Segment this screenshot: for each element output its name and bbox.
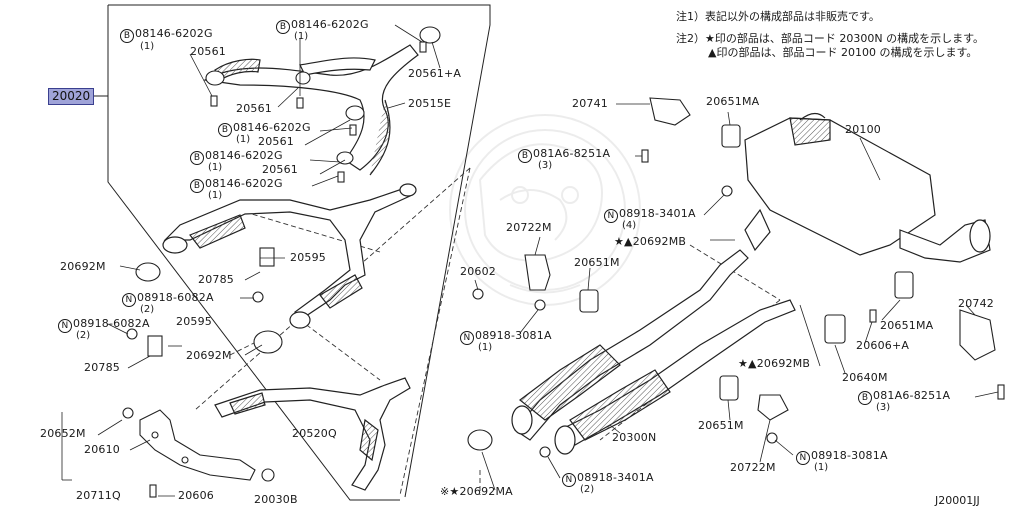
nut-qty-1: (2) [140, 304, 155, 315]
part-20030b[interactable]: 20030B [254, 493, 298, 506]
nut-symbol-icon: N [604, 209, 618, 223]
nut-symbol-icon: N [58, 319, 72, 333]
part-20692m-1[interactable]: 20692M [60, 260, 106, 273]
bolt-symbol-icon: B [218, 123, 232, 137]
part-20742[interactable]: 20742 [958, 297, 994, 310]
bolt-symbol-icon: B [276, 20, 290, 34]
bolt-symbol-icon: B [518, 149, 532, 163]
bolt-symbol-icon: B [190, 151, 204, 165]
note-1: 注1）表記以外の構成部品は非販売です。 [676, 10, 880, 23]
nut-symbol-icon: N [460, 331, 474, 345]
part-20300n[interactable]: 20300N [612, 431, 657, 444]
bolt-qty-2: (1) [294, 31, 309, 42]
part-20595-1[interactable]: 20595 [290, 251, 326, 264]
bolt-symbol-icon: B [190, 179, 204, 193]
front-pipe-20020 [162, 183, 417, 329]
front-y-pipe [203, 44, 419, 176]
part-20602[interactable]: 20602 [460, 265, 496, 278]
part-20606-plus-a[interactable]: 20606+A [856, 339, 910, 352]
bolt-symbol-icon: B [858, 391, 872, 405]
part-20692ma[interactable]: ※★20692MA [440, 485, 513, 498]
note-2-line-1: 注2）★印の部品は、部品コード 20300N の構成を示します。 [676, 32, 984, 45]
part-20651ma-2[interactable]: 20651MA [880, 319, 934, 332]
part-20561-plus-a[interactable]: 20561+A [408, 67, 462, 80]
diagram-code: J20001JJ [935, 494, 980, 507]
part-20561-b[interactable]: 20561 [236, 102, 272, 115]
nut-qty-4: (1) [478, 342, 493, 353]
center-pipe-20300n [511, 249, 796, 455]
part-20651m-2[interactable]: 20651M [698, 419, 744, 432]
rear-muffler-20100 [744, 112, 991, 263]
part-20652m[interactable]: 20652M [40, 427, 86, 440]
part-20785-1[interactable]: 20785 [198, 273, 234, 286]
nut-symbol-icon: N [122, 293, 136, 307]
nut-qty-3: (4) [622, 220, 637, 231]
nut-qty-5: (1) [814, 462, 829, 473]
bolt-qty-6: (3) [538, 160, 553, 171]
part-20692m-2[interactable]: 20692M [186, 349, 232, 362]
assembly-20020-highlight[interactable]: 20020 [48, 88, 95, 105]
bolt-qty-1: (1) [140, 41, 155, 52]
part-20692mb-1[interactable]: ★▲20692MB [614, 235, 687, 248]
center-y-pipe-20520q [214, 377, 411, 491]
nut-qty-6: (2) [580, 484, 595, 495]
part-20692mb-2[interactable]: ★▲20692MB [738, 357, 811, 370]
bolt-qty-3: (1) [236, 134, 251, 145]
part-20561-c[interactable]: 20561 [258, 135, 294, 148]
note-2-line-2: ▲印の部品は、部品コード 20100 の構成を示します。 [708, 46, 978, 59]
heat-shield-20711q [139, 409, 256, 481]
bolt-qty-5: (1) [208, 190, 223, 201]
part-20785-2[interactable]: 20785 [84, 361, 120, 374]
part-20651m-1[interactable]: 20651M [574, 256, 620, 269]
part-20515e[interactable]: 20515E [408, 97, 452, 110]
part-20651ma-1[interactable]: 20651MA [706, 95, 760, 108]
hardware [122, 26, 1005, 498]
leader-lines [61, 24, 999, 497]
part-20722m-2[interactable]: 20722M [730, 461, 776, 474]
part-20100[interactable]: 20100 [845, 123, 881, 136]
nut-qty-2: (2) [76, 330, 91, 341]
part-20561-d[interactable]: 20561 [262, 163, 298, 176]
part-20595-2[interactable]: 20595 [176, 315, 212, 328]
nut-symbol-icon: N [796, 451, 810, 465]
part-20640m[interactable]: 20640M [842, 371, 888, 384]
bolt-qty-7: (3) [876, 402, 891, 413]
bolt-qty-4: (1) [208, 162, 223, 173]
part-20711q[interactable]: 20711Q [76, 489, 121, 502]
part-20561-a[interactable]: 20561 [190, 45, 226, 58]
nut-symbol-icon: N [562, 473, 576, 487]
part-20610[interactable]: 20610 [84, 443, 120, 456]
part-20722m-1[interactable]: 20722M [506, 221, 552, 234]
bolt-symbol-icon: B [120, 29, 134, 43]
part-20606[interactable]: 20606 [178, 489, 214, 502]
part-20741[interactable]: 20741 [572, 97, 608, 110]
part-20520q[interactable]: 20520Q [292, 427, 337, 440]
